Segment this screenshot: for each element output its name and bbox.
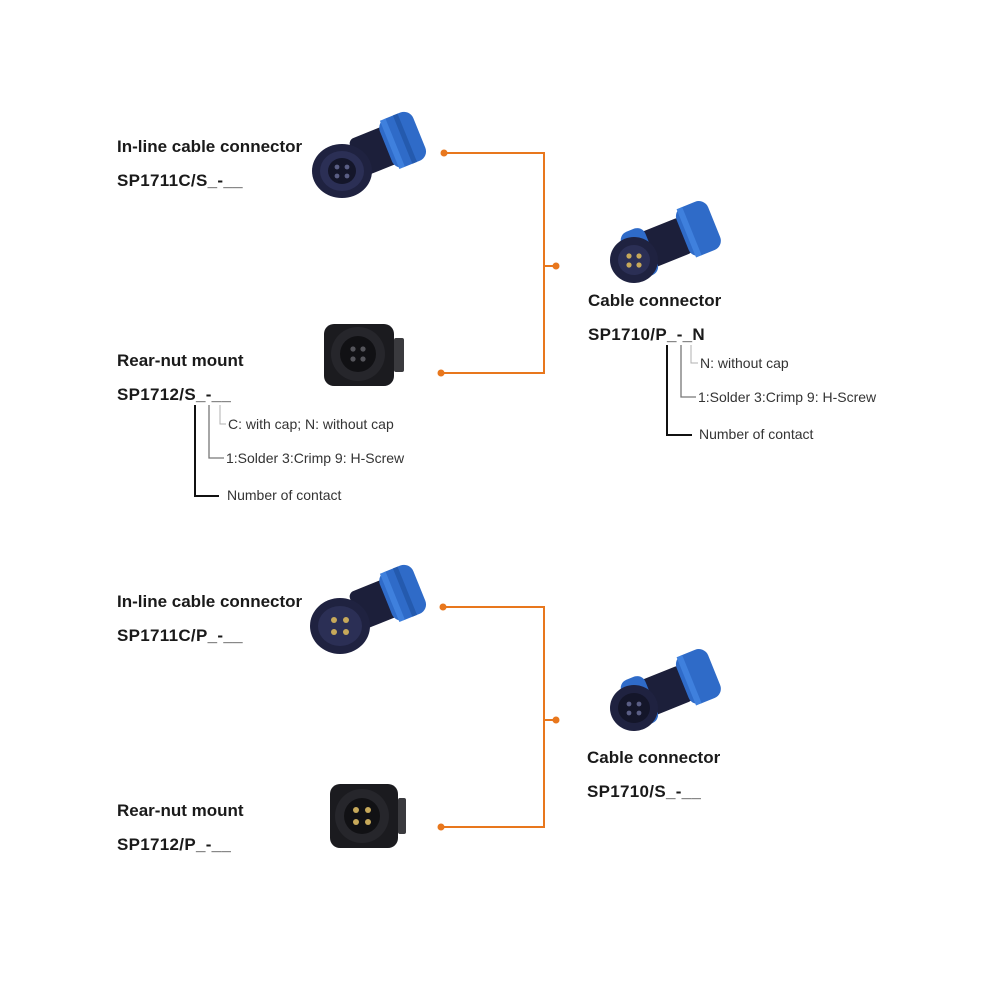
inline-plug-connector-image	[310, 564, 427, 654]
top-inline-title: In-line cable connector	[117, 137, 303, 156]
top-inline-model: SP1711C/S_-__	[117, 171, 243, 190]
inline-socket-connector-image	[312, 111, 427, 198]
cable-code-brackets	[666, 345, 698, 436]
rear-nut-socket-image	[324, 324, 404, 386]
top-orange-connector	[441, 152, 556, 374]
bottom-inline-title: In-line cable connector	[117, 592, 303, 611]
bottom-rear-nut-title: Rear-nut mount	[117, 801, 244, 820]
top-orange-dots	[437, 149, 560, 377]
bottom-cable-model: SP1710/S_-__	[587, 782, 702, 801]
bottom-orange-connector	[441, 606, 556, 828]
bottom-inline-model: SP1711C/P_-__	[117, 626, 243, 645]
bottom-cable-title: Cable connector	[587, 748, 721, 767]
rear-nut-code-brackets	[194, 405, 226, 497]
rear-nut-plug-image	[330, 784, 406, 848]
top-rear-nut-model: SP1712/S_-__	[117, 385, 232, 404]
cable-note-termination: 1:Solder 3:Crimp 9: H-Screw	[698, 389, 877, 405]
top-rear-nut-title: Rear-nut mount	[117, 351, 244, 370]
rear-nut-note-cap: C: with cap; N: without cap	[228, 416, 394, 432]
rear-nut-note-contacts: Number of contact	[227, 487, 342, 503]
bottom-orange-dots	[437, 603, 560, 831]
cable-note-cap: N: without cap	[700, 355, 789, 371]
bottom-rear-nut-model: SP1712/P_-__	[117, 835, 232, 854]
cable-note-contacts: Number of contact	[699, 426, 814, 442]
cable-plug-connector-image	[610, 201, 721, 283]
top-cable-model: SP1710/P_-_N	[588, 325, 706, 344]
rear-nut-note-termination: 1:Solder 3:Crimp 9: H-Screw	[226, 450, 405, 466]
top-cable-title: Cable connector	[588, 291, 722, 310]
cable-socket-connector-image	[610, 649, 721, 731]
